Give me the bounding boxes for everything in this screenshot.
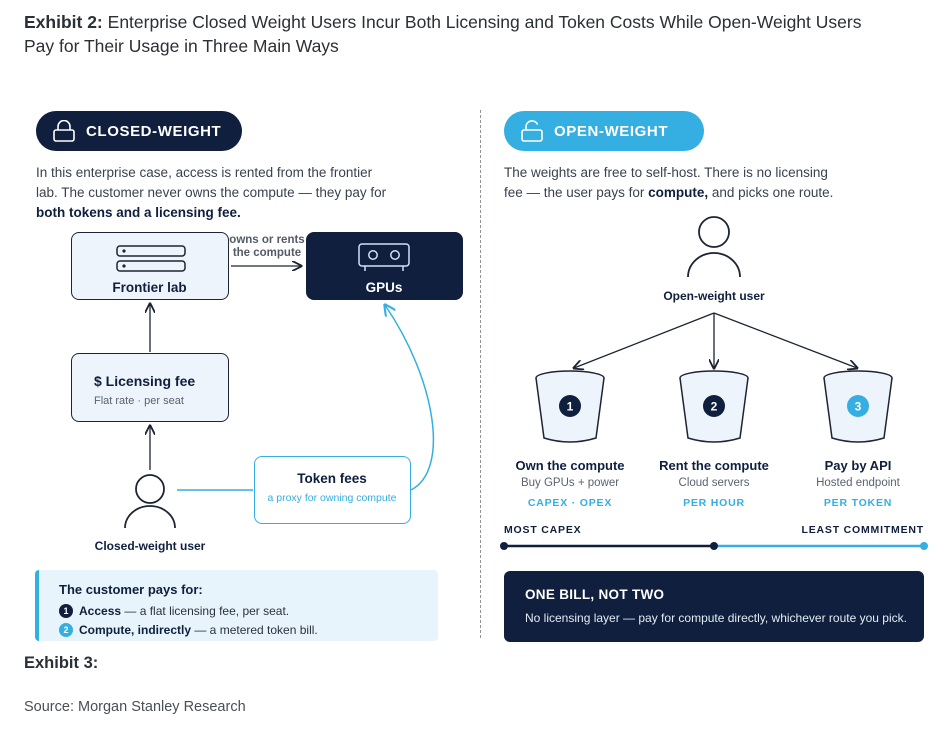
route-desc-3: Hosted endpoint — [816, 477, 900, 489]
route-number: 3 — [855, 400, 862, 414]
token-to-gpus-curve — [385, 305, 435, 491]
one-bill-text: No licensing layer — pay for compute dir… — [525, 611, 907, 625]
route-title-2: Rent the compute — [659, 458, 769, 473]
customer-pays-title: The customer pays for: — [59, 582, 203, 597]
open-user-label: Open-weight user — [663, 289, 765, 303]
pays-item-access: 1 Access — a flat licensing fee, per sea… — [59, 604, 289, 618]
licensing-fee-title: $ Licensing fee — [94, 373, 196, 389]
scale-right-label: LEAST COMMITMENT — [801, 524, 924, 536]
customer-pays-box: The customer pays for: 1 Access — a flat… — [35, 570, 438, 641]
pays-number-badge: 1 — [59, 604, 73, 618]
pays-item-text: — a flat licensing fee, per seat. — [121, 604, 290, 618]
one-bill-box: ONE BILL, NOT TWO No licensing layer — p… — [504, 571, 924, 642]
route-desc-1: Buy GPUs + power — [520, 477, 620, 489]
route-tag-3: PER TOKEN — [823, 497, 893, 509]
route-arrow-1 — [574, 312, 715, 368]
closed-intro: In this enterprise case, access is rente… — [36, 165, 387, 220]
bucket-icon: 1 — [535, 370, 605, 443]
user-icon — [124, 474, 176, 529]
pays-item-compute: 2 Compute, indirectly — a metered token … — [59, 623, 318, 637]
bucket-icon: 2 — [679, 370, 749, 443]
one-bill-title: ONE BILL, NOT TWO — [525, 587, 665, 602]
open-weight-label: OPEN-WEIGHT — [554, 122, 669, 140]
route-number: 2 — [711, 400, 718, 414]
scale-left-label: MOST CAPEX — [504, 524, 582, 536]
token-fees-caption: a proxy for owning compute — [267, 492, 397, 504]
server-icon — [116, 245, 186, 272]
route-title-3: Pay by API — [824, 458, 892, 473]
licensing-fee-caption: Flat rate · per seat — [94, 395, 184, 407]
route-arrow-3 — [713, 312, 857, 368]
closed-weight-badge: CLOSED-WEIGHT — [36, 111, 242, 151]
pays-item-bold: Access — [79, 604, 122, 618]
exhibit-3-label: Exhibit 3: — [24, 654, 99, 672]
closed-user-label: Closed-weight user — [94, 539, 206, 553]
gpus-label: GPUs — [365, 280, 403, 295]
unlock-icon — [521, 120, 543, 142]
open-weight-badge: OPEN-WEIGHT — [504, 111, 704, 151]
frontier-lab-box: Frontier lab — [71, 232, 229, 300]
exhibit-title: Exhibit 2: Enterprise Closed Weight User… — [24, 12, 862, 56]
token-fees-box: Token fees a proxy for owning compute — [254, 456, 411, 524]
closed-weight-label: CLOSED-WEIGHT — [86, 122, 222, 140]
pays-item-bold: Compute, indirectly — [79, 623, 192, 637]
route-tag-2: PER HOUR — [683, 497, 745, 509]
token-fees-title: Token fees — [297, 471, 367, 486]
section-divider — [480, 110, 481, 638]
gpu-icon — [358, 243, 410, 271]
bucket-icon: 3 — [823, 370, 893, 443]
scale-dot-mid — [710, 542, 718, 550]
licensing-fee-box: $ Licensing fee Flat rate · per seat — [71, 353, 229, 422]
user-icon — [687, 216, 741, 278]
gpus-box: GPUs — [306, 232, 463, 300]
route-title-1: Own the compute — [515, 458, 625, 473]
open-intro: The weights are free to self-host. There… — [504, 165, 834, 200]
scale-dot-left — [500, 542, 508, 550]
route-desc-2: Cloud servers — [678, 477, 750, 489]
route-tag-1: CAPEX · OPEX — [527, 497, 613, 509]
lock-icon — [53, 120, 75, 142]
pays-number-badge: 2 — [59, 623, 73, 637]
frontier-lab-label: Frontier lab — [112, 280, 187, 295]
route-number: 1 — [567, 400, 574, 414]
source-note: Source: Morgan Stanley Research — [24, 699, 246, 715]
pays-item-text: — a metered token bill. — [191, 623, 318, 637]
scale-dot-right — [920, 542, 928, 550]
